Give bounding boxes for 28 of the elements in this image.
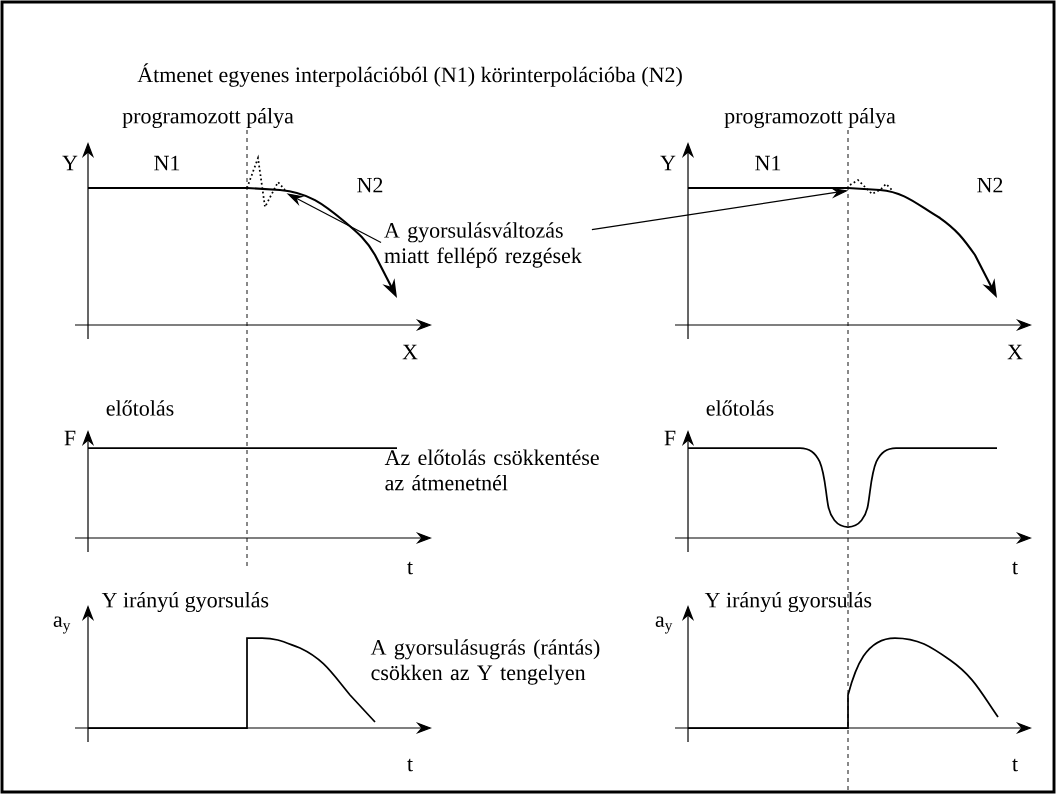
plot-heading: Y irányú gyorsulás bbox=[704, 592, 872, 613]
segment-label: N1 bbox=[154, 155, 180, 171]
vibration-trace bbox=[246, 154, 286, 210]
axis-label: t bbox=[407, 758, 413, 772]
axis-label: t bbox=[1012, 758, 1018, 772]
annotation: A gyorsulásváltozás miatt fellépő rezgések bbox=[384, 222, 582, 268]
plot-heading: előtolás bbox=[706, 400, 774, 416]
axis-label: Y bbox=[660, 155, 676, 171]
axis-label: Y bbox=[62, 155, 78, 171]
axis-label: a$_{y}$ bbox=[655, 616, 673, 634]
plot-heading: előtolás bbox=[106, 400, 174, 416]
axis-label: F bbox=[64, 430, 76, 446]
segment-label: N2 bbox=[357, 177, 383, 193]
annotation: Az előtolás csökkentése az átmenetnél bbox=[384, 449, 599, 491]
segment-label: N1 bbox=[755, 155, 781, 171]
axis-label: F bbox=[664, 430, 676, 446]
plot-heading: Y irányú gyorsulás bbox=[101, 592, 269, 613]
axis-label: t bbox=[1012, 561, 1018, 575]
axis-label: t bbox=[407, 561, 413, 575]
title: Átmenet egyenes interpolációból (N1) körinterpolációba (N2) bbox=[137, 63, 682, 87]
plot-heading: programozott pálya bbox=[122, 108, 294, 129]
annotation: A gyorsulásugrás (rántás) csökken az Y tengelyen bbox=[370, 639, 600, 685]
vibration-trace bbox=[849, 178, 893, 196]
axis-label: X bbox=[402, 344, 418, 360]
axis-label: a$_{y}$ bbox=[53, 616, 71, 634]
plot-heading: programozott pálya bbox=[724, 108, 896, 129]
segment-label: N2 bbox=[977, 177, 1003, 193]
axis-label: X bbox=[1007, 344, 1023, 360]
